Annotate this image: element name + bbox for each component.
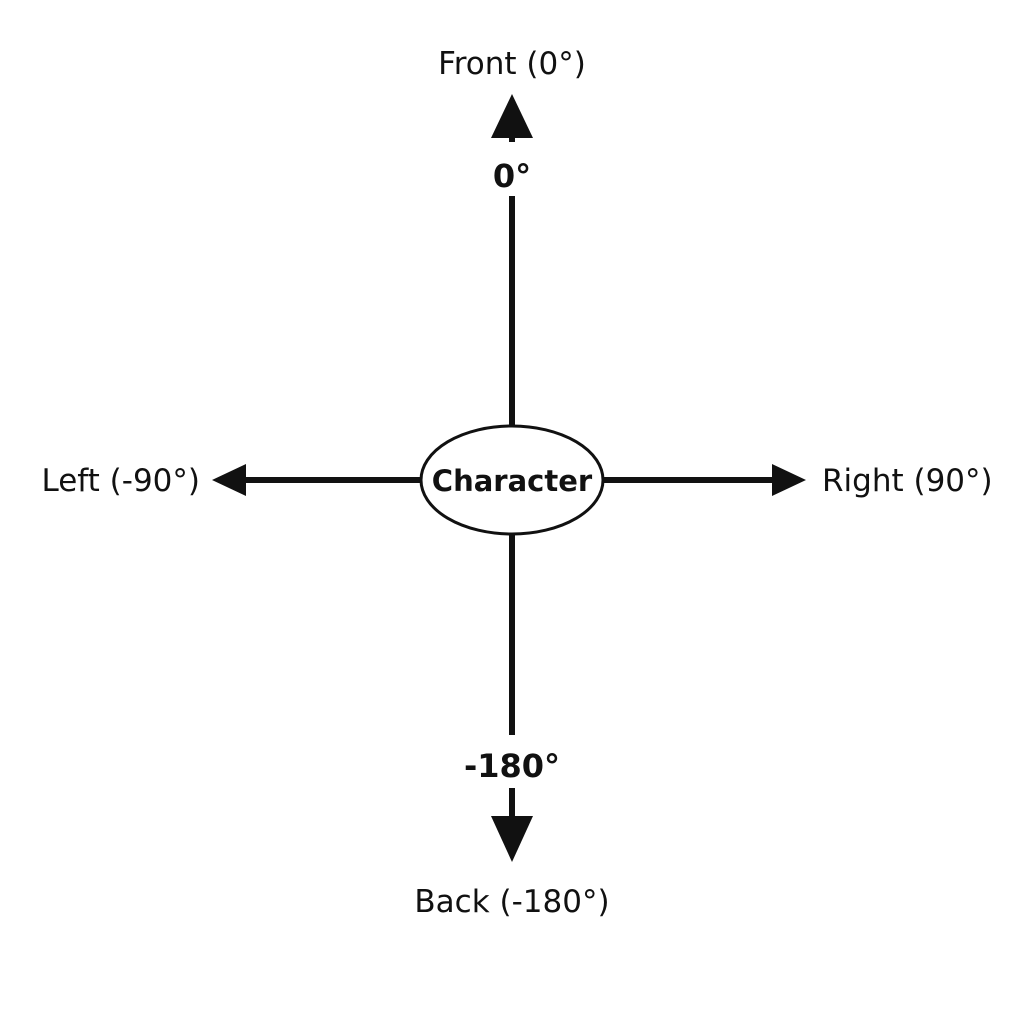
- front-label: Front (0°): [438, 46, 586, 82]
- back-label: Back (-180°): [414, 884, 609, 920]
- right-arrowhead: [772, 464, 806, 496]
- right-label: Right (90°): [822, 463, 993, 499]
- character-label: Character: [432, 464, 593, 498]
- front-tick-label: 0°: [493, 157, 531, 195]
- left-arrowhead: [212, 464, 246, 496]
- back-tick-label: -180°: [464, 747, 560, 785]
- character-node: [419, 424, 605, 536]
- back-arrowhead: [491, 816, 533, 862]
- front-arrowhead: [491, 94, 533, 138]
- left-label: Left (-90°): [42, 463, 201, 499]
